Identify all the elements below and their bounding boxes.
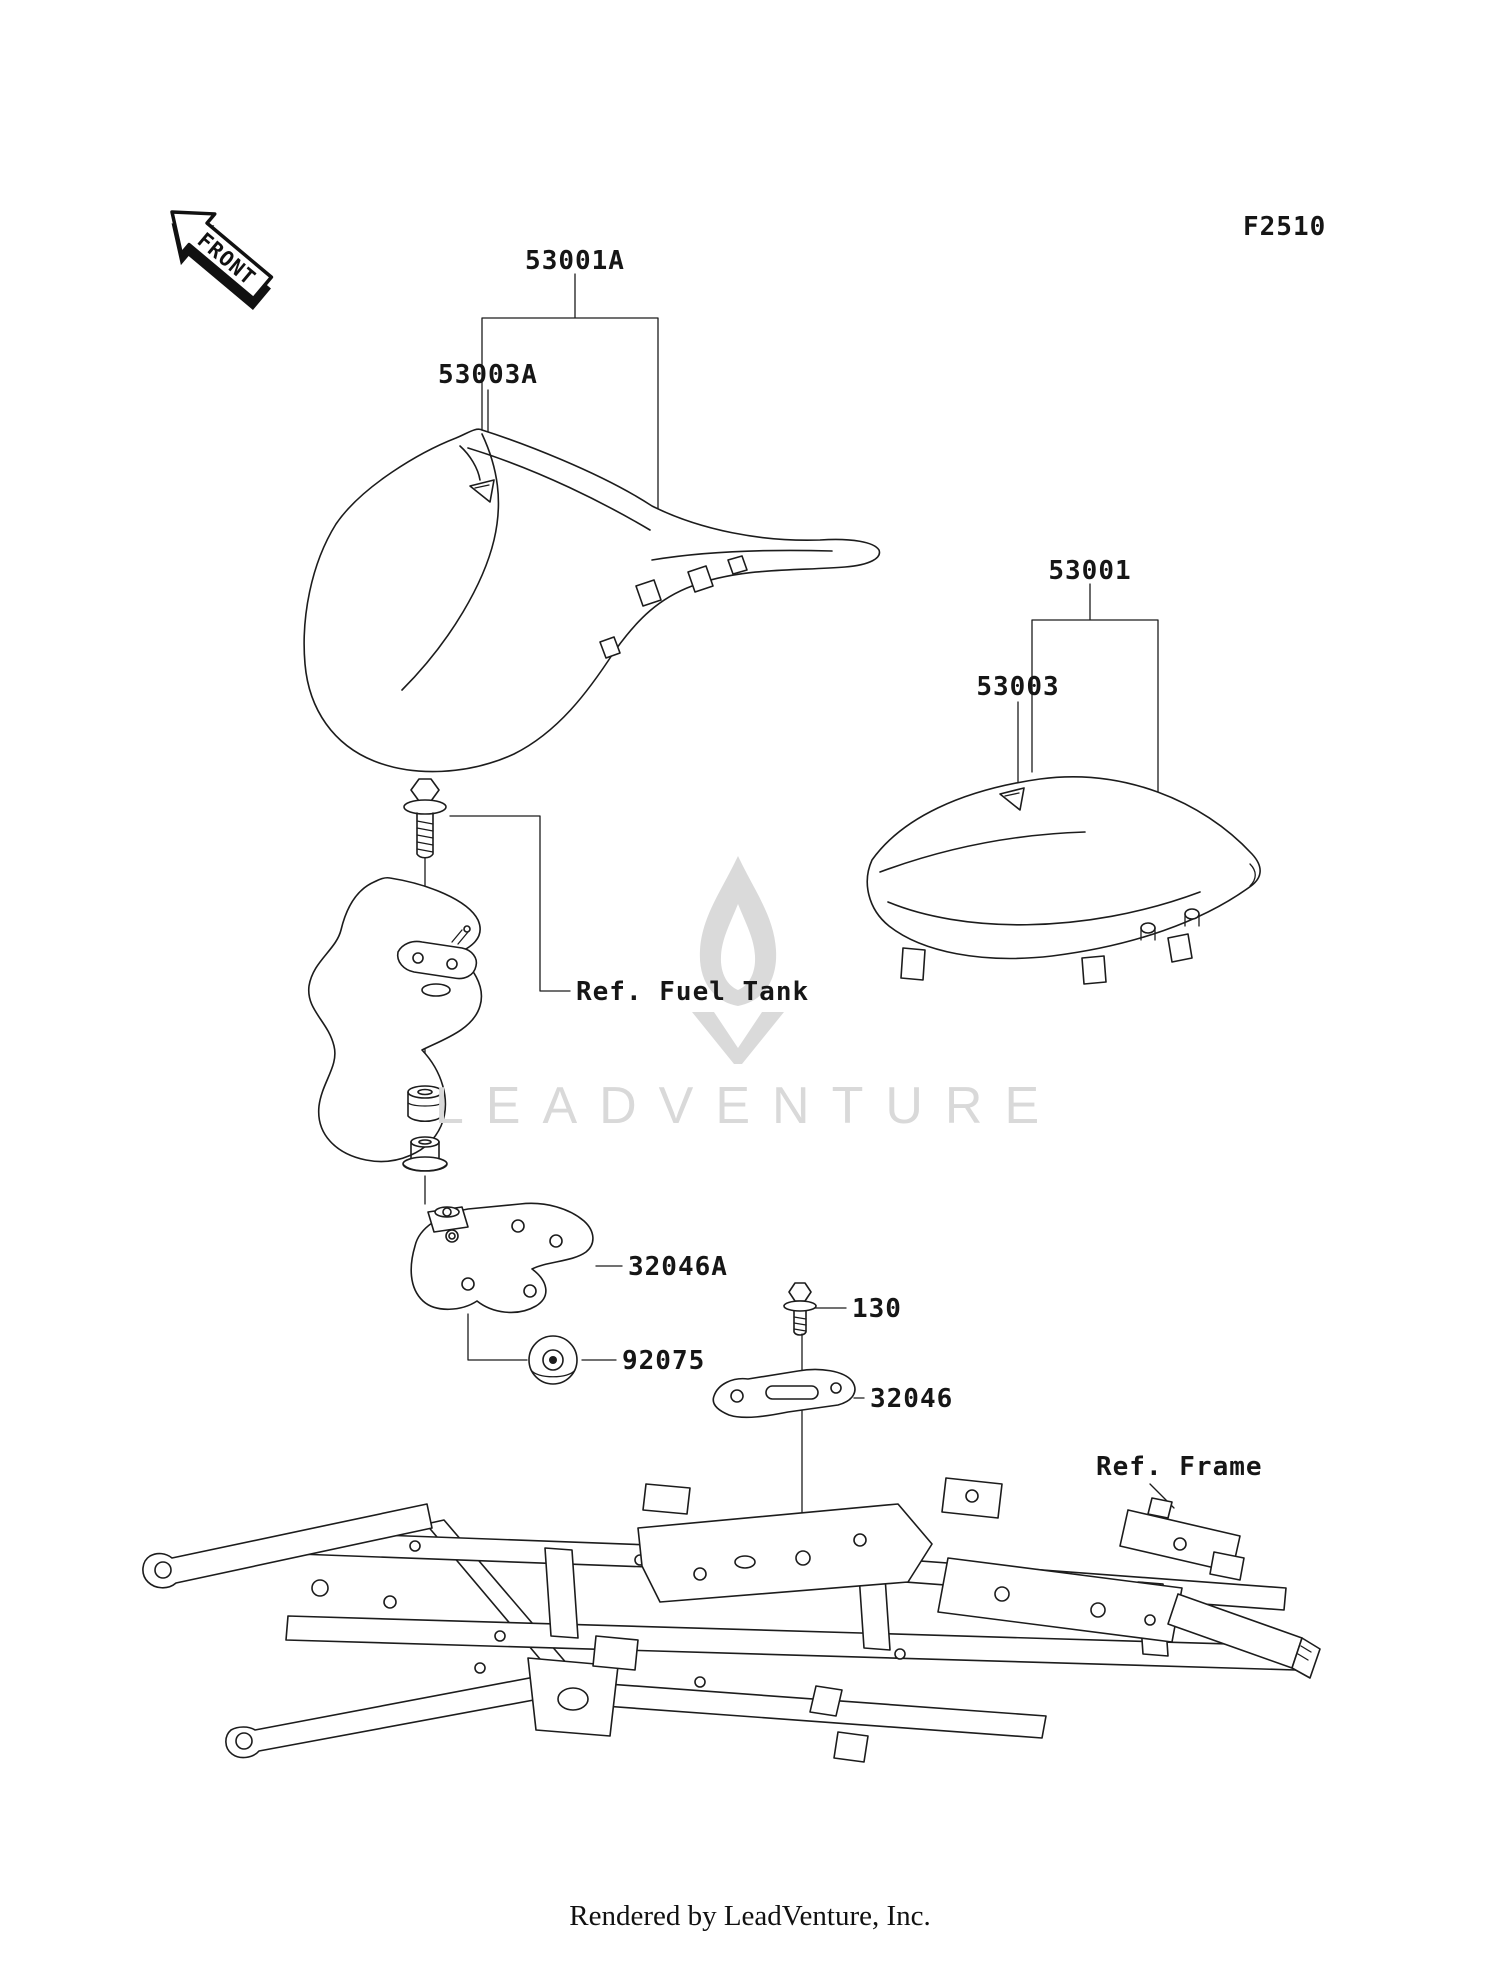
front-seat-drawing [303,428,881,773]
seat-marker-icon [999,787,1025,811]
footer-credit: Rendered by LeadVenture, Inc. [569,1900,931,1932]
figure-code: F2510 [1243,212,1327,242]
bracket-32046a-drawing [410,1202,594,1314]
part-label-53001: 53001 [1048,556,1132,586]
ref-fuel-tank-label: Ref. Fuel Tank [576,977,810,1007]
ref-frame-label: Ref. Frame [1096,1452,1263,1482]
frame-drawing [142,1477,1321,1763]
leadventure-watermark-logo [692,856,784,1064]
part-label-32046a: 32046A [628,1252,728,1282]
grommets-drawing [402,1085,448,1172]
bracket-32046-drawing [712,1368,856,1419]
damper-92075-drawing [528,1335,578,1385]
bolt-130-drawing [783,1282,817,1336]
part-label-53003: 53003 [976,672,1060,702]
front-arrow: FRONT [170,210,274,310]
rear-seat-bolt-stubs [1140,908,1200,941]
mount-bolt-drawing [403,778,447,859]
seat-marker-icon [469,479,495,503]
part-label-53003a: 53003A [438,360,538,390]
part-label-32046: 32046 [870,1384,954,1414]
rear-seat-drawing [866,776,1261,985]
part-label-92075: 92075 [622,1346,706,1376]
leadventure-watermark-text: LEADVENTURE [434,1077,1062,1135]
part-label-130: 130 [852,1294,902,1324]
part-label-53001a: 53001A [525,246,625,276]
leader-lines [424,273,1175,1553]
